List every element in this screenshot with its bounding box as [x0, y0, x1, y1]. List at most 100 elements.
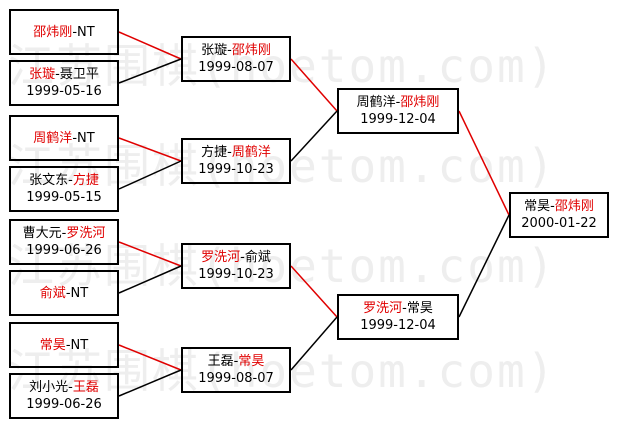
- separator: -: [72, 24, 78, 40]
- match-date: 1999-10-23: [198, 162, 274, 177]
- match-date: 1999-10-23: [198, 267, 274, 282]
- connector-r3m2: [458, 214, 510, 318]
- player-a: 常昊: [524, 199, 551, 214]
- player-a: 周鹤洋: [33, 130, 73, 146]
- match-box-r1m7: 常昊-NT: [9, 322, 119, 368]
- match-date: 1999-06-26: [26, 243, 102, 258]
- separator: -: [65, 337, 71, 353]
- player-b: 周鹤洋: [231, 145, 271, 160]
- separator: -: [240, 250, 245, 265]
- connector-r2m4: [290, 316, 338, 371]
- player-a: 罗洗河: [201, 250, 241, 265]
- match-date: 1999-12-04: [360, 112, 436, 127]
- match-players: 俞斌-NT: [40, 285, 88, 302]
- match-players: 常昊-邵炜刚: [524, 198, 594, 215]
- match-box-r1m1: 邵炜刚-NT: [9, 9, 119, 55]
- player-b: NT: [70, 337, 89, 353]
- separator: -: [550, 199, 555, 214]
- match-box-r1m6: 俞斌-NT: [9, 270, 119, 316]
- separator: -: [65, 285, 71, 301]
- connector-r1m3: [118, 137, 182, 162]
- player-b: 罗洗河: [66, 226, 106, 241]
- separator: -: [68, 380, 73, 395]
- player-b: 王磊: [72, 380, 99, 395]
- connector-r1m1: [118, 31, 182, 60]
- player-b: 方捷: [72, 173, 99, 188]
- player-a: 刘小光: [29, 380, 69, 395]
- connector-r3m1: [458, 110, 510, 216]
- player-a: 方捷: [201, 145, 228, 160]
- player-b: 邵炜刚: [400, 95, 440, 110]
- player-a: 张璇: [29, 67, 56, 82]
- match-players: 王磊-常昊: [208, 353, 265, 370]
- match-players: 罗洗河-俞斌: [201, 249, 271, 266]
- player-b: 邵炜刚: [554, 199, 594, 214]
- match-players: 刘小光-王磊: [29, 379, 99, 396]
- match-players: 周鹤洋-邵炜刚: [357, 94, 440, 111]
- separator: -: [68, 173, 73, 188]
- match-players: 周鹤洋-NT: [33, 130, 94, 147]
- match-players: 罗洗河-常昊: [363, 300, 433, 317]
- player-b: NT: [77, 24, 95, 40]
- match-date: 1999-05-15: [26, 190, 102, 205]
- player-a: 俞斌: [39, 285, 66, 301]
- match-players: 邵炜刚-NT: [33, 24, 94, 41]
- player-a: 邵炜刚: [33, 24, 73, 40]
- separator: -: [227, 145, 232, 160]
- player-b: NT: [70, 285, 89, 301]
- player-b: 邵炜刚: [231, 43, 271, 58]
- match-date: 1999-05-16: [26, 84, 102, 99]
- connector-r1m8: [118, 369, 182, 397]
- separator: -: [61, 226, 67, 241]
- player-b: 常昊: [406, 301, 433, 316]
- separator: -: [402, 301, 407, 316]
- connector-r2m3: [290, 265, 338, 318]
- player-a: 张文东: [29, 173, 69, 188]
- connector-r2m2: [290, 110, 338, 162]
- player-a: 周鹤洋: [356, 95, 396, 110]
- match-date: 1999-12-04: [360, 318, 436, 333]
- player-b: 聂卫平: [59, 67, 99, 82]
- player-b: NT: [77, 130, 95, 146]
- player-b: 俞斌: [244, 250, 271, 265]
- player-a: 罗洗河: [363, 301, 403, 316]
- separator: -: [72, 130, 78, 146]
- match-players: 张文东-方捷: [29, 172, 99, 189]
- separator: -: [395, 95, 401, 110]
- match-players: 张璇-邵炜刚: [201, 42, 271, 59]
- connector-r1m5: [118, 241, 182, 267]
- player-a: 张璇: [201, 43, 228, 58]
- player-a: 王磊: [207, 354, 234, 369]
- match-players: 张璇-聂卫平: [29, 66, 99, 83]
- connector-r2m1: [290, 58, 338, 112]
- separator: -: [233, 354, 239, 369]
- match-date: 2000-01-22: [521, 216, 597, 231]
- player-b: 常昊: [238, 354, 265, 369]
- match-date: 1999-08-07: [198, 60, 274, 75]
- match-players: 方捷-周鹤洋: [201, 144, 271, 161]
- connector-r1m7: [118, 344, 182, 371]
- connector-r1m2: [118, 58, 182, 84]
- match-players: 常昊-NT: [40, 337, 88, 354]
- separator: -: [227, 43, 232, 58]
- match-box-r1m3: 周鹤洋-NT: [9, 115, 119, 161]
- match-date: 1999-06-26: [26, 397, 102, 412]
- player-a: 曹大元: [22, 226, 62, 241]
- match-players: 曹大元-罗洗河: [23, 225, 106, 242]
- match-date: 1999-08-07: [198, 371, 274, 386]
- connector-r1m4: [118, 160, 182, 190]
- separator: -: [55, 67, 60, 82]
